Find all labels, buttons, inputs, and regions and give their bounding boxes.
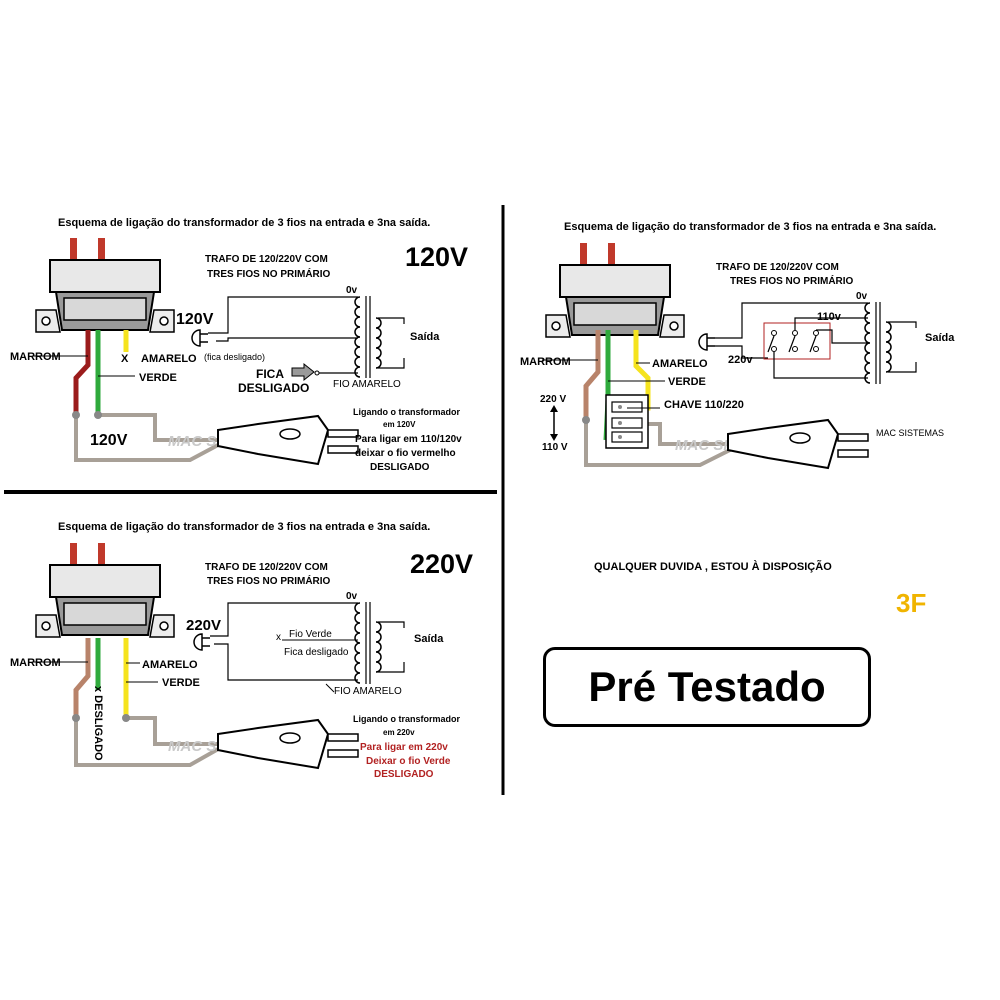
panel-120-trafo-line1: TRAFO DE 120/220V COM: [205, 254, 328, 265]
panel-120-note-line3: Para ligar em 110/120v: [355, 434, 462, 445]
panel-switch-chave: CHAVE 110/220: [664, 399, 744, 411]
panel-120-fica: FICA: [256, 367, 284, 381]
panel-220-note-line1: Ligando o transformador: [353, 714, 461, 724]
panel-switch-range-bottom: 110 V: [542, 442, 568, 453]
panel-120-saida: Saída: [410, 331, 440, 343]
socket-icon: [193, 633, 211, 651]
transformer-icon: [35, 542, 175, 638]
panel-220-note-line3: Para ligar em 220v: [360, 742, 448, 753]
panel-120-x: X: [121, 353, 129, 365]
panel-220-trafo-line1: TRAFO DE 120/220V COM: [205, 562, 328, 573]
pre-testado-badge: Pré Testado: [543, 647, 871, 727]
panel-120-trafo-line2: TRES FIOS NO PRIMÁRIO: [207, 267, 331, 280]
panel-220-header: Esquema de ligação do transformador de 3…: [58, 521, 430, 533]
panel-120-amarelo: AMARELO: [141, 353, 197, 365]
panel-switch-zero-v: 0v: [856, 291, 868, 302]
panel-220-note-line5: DESLIGADO: [374, 769, 434, 780]
panel-220-fio-verde: Fio Verde: [289, 629, 332, 640]
panel-220-x: x: [276, 632, 281, 643]
panel-switch-marrom: MARROM: [520, 356, 571, 368]
panel-120-fio-amarelo: FIO AMARELO: [333, 379, 401, 390]
panel-220-amarelo: AMARELO: [142, 659, 198, 671]
panel-switch-verde: VERDE: [668, 376, 706, 388]
footer-message: QUALQUER DUVIDA , ESTOU À DISPOSIÇÃO: [594, 560, 832, 573]
panel-220v: Esquema de ligação do transformador de 3…: [10, 521, 473, 780]
panel-220-zero-v: 0v: [346, 591, 358, 602]
panel-switch-header: Esquema de ligação do transformador de 3…: [564, 221, 936, 233]
panel-switch-amarelo: AMARELO: [652, 358, 708, 370]
socket-icon: [191, 329, 209, 347]
panel-switch-saida: Saída: [925, 332, 955, 344]
panel-120-note-line2: em 120V: [383, 420, 416, 429]
panel-220-verde: VERDE: [162, 677, 200, 689]
panel-120-bottom-voltage: 120V: [90, 432, 128, 449]
panel-120-fica-desligado-note: (fica desligado): [204, 352, 265, 362]
panel-220-saida: Saída: [414, 633, 444, 645]
panel-120v: Esquema de ligação do transformador de 3…: [10, 217, 468, 473]
transformer-icon: [35, 237, 175, 333]
socket-icon: [698, 333, 716, 351]
panel-switch-110v: 110v: [817, 311, 842, 323]
panel-220-voltage-title: 220V: [410, 549, 473, 579]
panel-switch-range-top: 220 V: [540, 394, 566, 405]
panel-120-note-line1: Ligando o transformador: [353, 407, 461, 417]
footer-tag: 3F: [896, 588, 926, 618]
panel-220-input-label: 220V: [186, 617, 221, 634]
panel-220-note-line2: em 220v: [383, 728, 415, 737]
panel-120-header: Esquema de ligação do transformador de 3…: [58, 217, 430, 229]
panel-120-note-line4: deixar o fio vermelho: [355, 448, 456, 459]
panel-switch-mac-label: MAC SISTEMAS: [876, 428, 944, 438]
arrow-icon: [291, 362, 315, 382]
transformer-icon: [545, 242, 685, 338]
panel-220-fica-desligado: Fica desligado: [284, 647, 349, 658]
badge-label: Pré Testado: [588, 663, 826, 710]
panel-220-desligado-vertical: x DESLIGADO: [92, 686, 104, 761]
panel-120-input-label: 120V: [176, 311, 214, 328]
panel-120-verde: VERDE: [139, 372, 177, 384]
panel-switch-trafo-line2: TRES FIOS NO PRIMÁRIO: [730, 274, 854, 287]
plug-icon: [217, 719, 359, 769]
plug-icon: [727, 419, 869, 469]
panel-switch-trafo-line1: TRAFO DE 120/220V COM: [716, 262, 839, 273]
panel-220-trafo-line2: TRES FIOS NO PRIMÁRIO: [207, 574, 331, 587]
panel-120-voltage-title: 120V: [405, 242, 468, 272]
panel-120-zero-v: 0v: [346, 285, 358, 296]
panel-220-note-line4: Deixar o fio Verde: [366, 756, 451, 767]
panel-220-marrom: MARROM: [10, 657, 61, 669]
panel-switch: Esquema de ligação do transformador de 3…: [520, 221, 955, 469]
plug-icon: [217, 415, 359, 465]
panel-120-marrom: MARROM: [10, 351, 61, 363]
panel-switch-220v: 220v: [728, 354, 753, 366]
panel-220-fio-amarelo: FIO AMARELO: [334, 686, 402, 697]
panel-120-note-line5: DESLIGADO: [370, 462, 430, 473]
panel-120-desligado: DESLIGADO: [238, 381, 309, 395]
